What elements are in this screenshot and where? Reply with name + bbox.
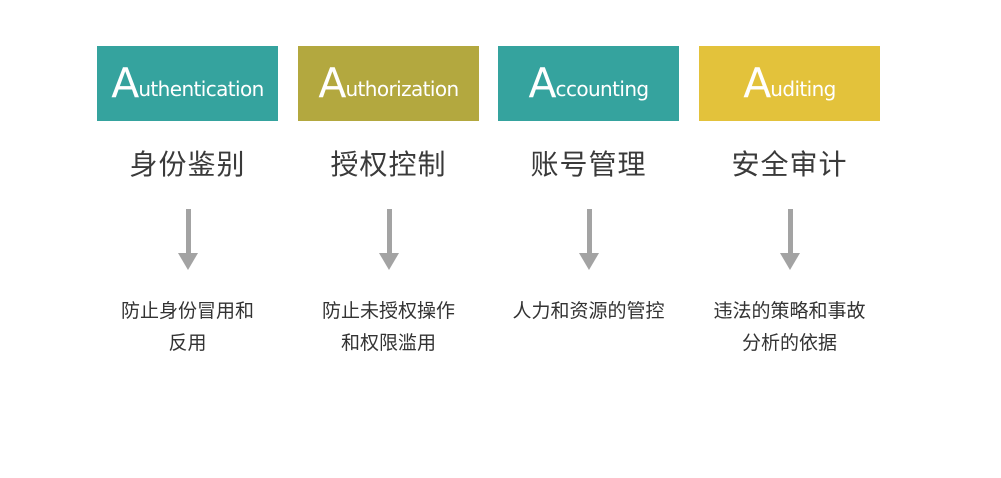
arrow-shaft (787, 209, 793, 255)
column-authentication: A uthentication 身份鉴别 防止身份冒用和 反用 (97, 46, 278, 359)
arrow-head (578, 253, 599, 270)
column-authorization: A uthorization 授权控制 防止未授权操作 和权限滥用 (298, 46, 479, 359)
desc-line: 人力和资源的管控 (512, 300, 665, 322)
header-authentication: A uthentication (97, 46, 278, 121)
column-accounting: A ccounting 账号管理 人力和资源的管控 (498, 46, 679, 327)
desc-line: 和权限滥用 (340, 332, 436, 354)
header-rest: uthentication (138, 76, 264, 101)
header-rest: ccounting (555, 76, 650, 101)
header-initial: A (743, 59, 771, 107)
arrow-head (779, 253, 800, 270)
desc-authorization: 防止未授权操作 和权限滥用 (298, 295, 479, 359)
header-initial: A (528, 59, 556, 107)
desc-line: 防止身份冒用和 (120, 300, 254, 322)
header-initial: A (318, 59, 346, 107)
down-arrow-icon (378, 209, 399, 271)
arrow-shaft (185, 209, 191, 255)
desc-auditing: 违法的策略和事故 分析的依据 (699, 295, 880, 359)
down-arrow-icon (779, 209, 800, 271)
title-authentication: 身份鉴别 (129, 148, 246, 181)
title-accounting: 账号管理 (530, 148, 647, 181)
arrow-shaft (386, 209, 392, 255)
arrow-head (177, 253, 198, 270)
down-arrow-icon (578, 209, 599, 271)
header-rest: uditing (770, 76, 836, 101)
desc-accounting: 人力和资源的管控 (498, 295, 679, 327)
desc-line: 分析的依据 (741, 332, 837, 354)
header-initial: A (111, 59, 139, 107)
header-accounting: A ccounting (498, 46, 679, 121)
desc-line: 反用 (168, 332, 207, 354)
title-auditing: 安全审计 (731, 148, 848, 181)
arrow-head (378, 253, 399, 270)
desc-line: 防止未授权操作 (321, 300, 455, 322)
header-auditing: A uditing (699, 46, 880, 121)
column-auditing: A uditing 安全审计 违法的策略和事故 分析的依据 (699, 46, 880, 359)
desc-line: 违法的策略和事故 (713, 300, 866, 322)
title-authorization: 授权控制 (330, 148, 447, 181)
arrow-shaft (586, 209, 592, 255)
header-authorization: A uthorization (298, 46, 479, 121)
header-rest: uthorization (345, 76, 459, 101)
desc-authentication: 防止身份冒用和 反用 (97, 295, 278, 359)
down-arrow-icon (177, 209, 198, 271)
